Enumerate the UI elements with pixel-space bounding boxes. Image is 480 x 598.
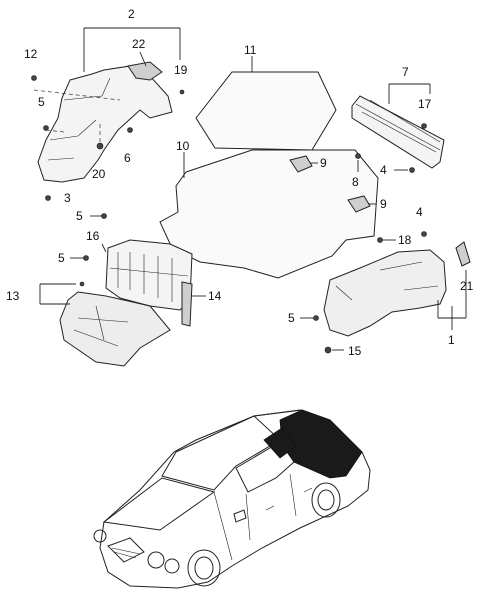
callout-22: 22 [132,37,146,51]
callout-15: 15 [348,344,362,358]
callout-8: 8 [352,175,359,189]
callout-10: 10 [176,139,190,153]
callout-5d: 5 [288,311,295,325]
callout-7: 7 [402,65,409,79]
callout-6: 6 [124,151,131,165]
bracket-9-lower [347,195,376,213]
trunk-floor-tray [39,255,171,367]
callout-13: 13 [6,289,20,303]
rear-package-trim [351,83,445,173]
callout-20: 20 [92,167,106,181]
callout-labels: 2 22 12 19 5 6 20 3 11 10 9 9 7 17 8 4 5… [6,7,474,358]
callout-2: 2 [128,7,135,21]
callout-17: 17 [418,97,432,111]
car-illustration [93,409,371,589]
callout-19: 19 [174,63,188,77]
trunk-partition-panel [90,213,206,327]
callout-5c: 5 [58,251,65,265]
trunk-mat-upper [195,56,337,151]
callout-9a: 9 [320,156,327,170]
callout-14: 14 [208,289,222,303]
callout-3: 3 [64,191,71,205]
callout-5b: 5 [76,209,83,223]
callout-5a: 5 [38,95,45,109]
trunk-side-trim-left [31,27,185,201]
callout-21: 21 [460,279,474,293]
trunk-side-trim-right [300,231,471,354]
callout-11: 11 [244,43,257,57]
bracket-9-upper [289,155,318,173]
callout-18: 18 [398,233,412,247]
callout-9b: 9 [380,197,387,211]
callout-16: 16 [86,229,100,243]
callout-1: 1 [448,333,455,347]
callout-4a: 4 [380,163,387,177]
callout-4b: 4 [416,205,423,219]
trunk-floor-mat [159,149,379,279]
callout-12: 12 [24,47,38,61]
